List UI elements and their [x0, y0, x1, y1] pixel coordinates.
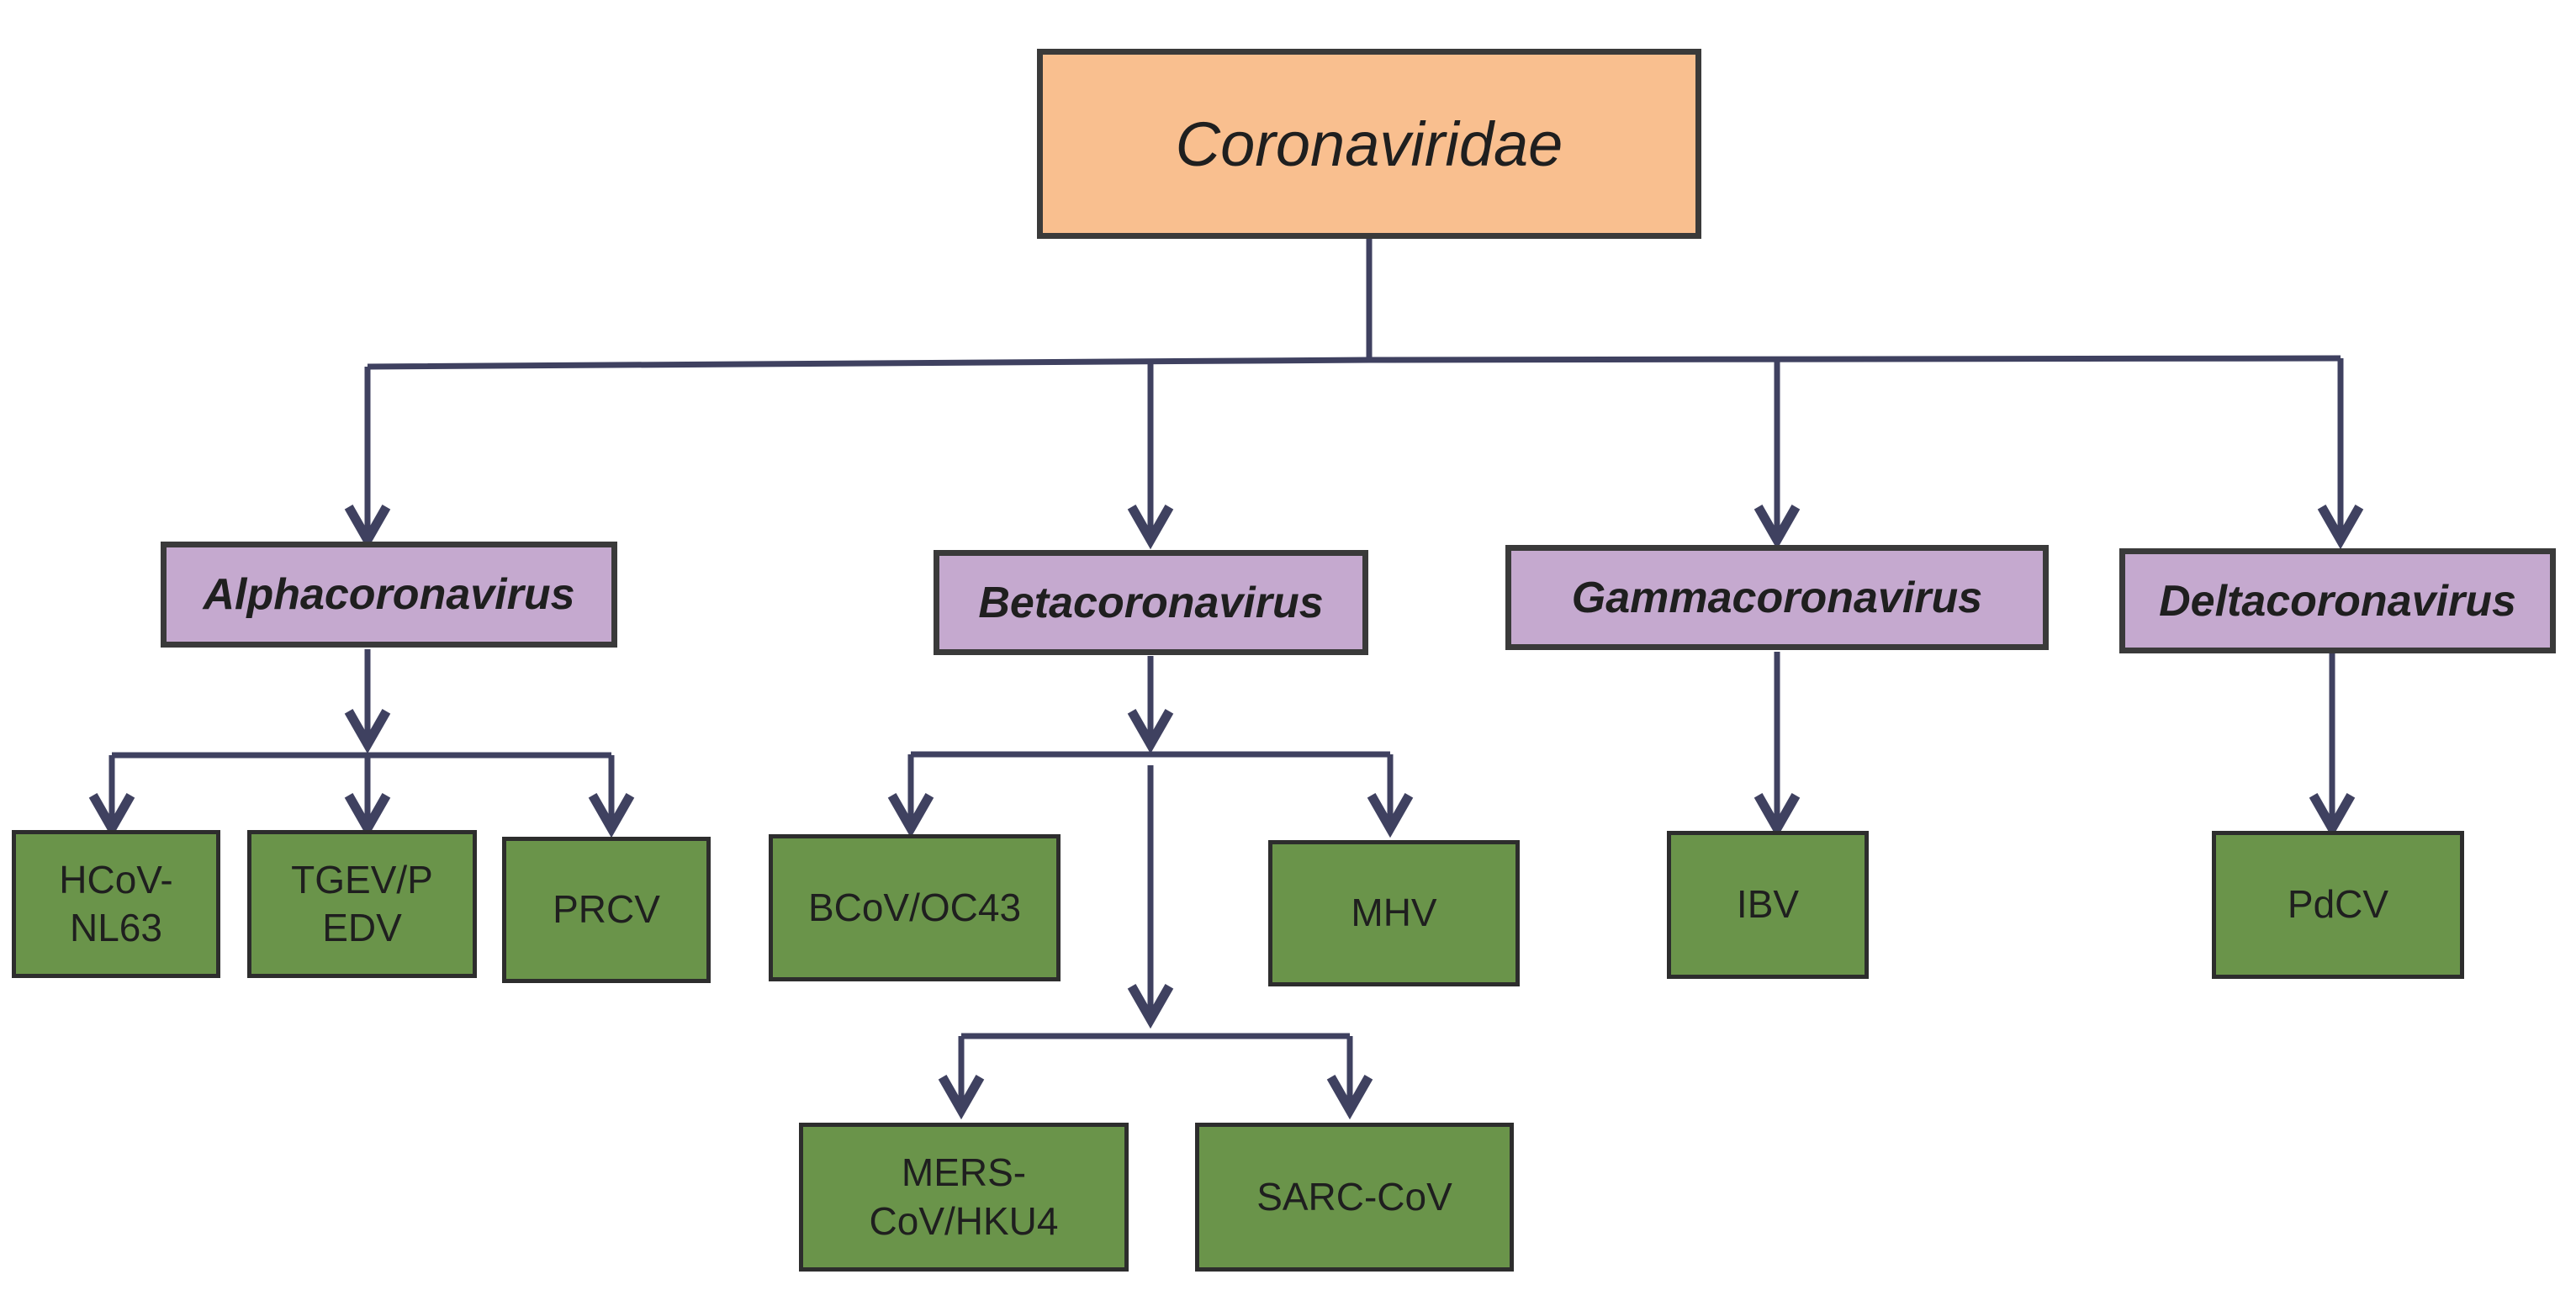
genus-label-deltacoronavirus: Deltacoronavirus [2159, 576, 2516, 626]
genus-node-alphacoronavirus: Alphacoronavirus [161, 542, 617, 648]
species-node-mhv: MHV [1268, 840, 1520, 986]
species-node-bcov-oc43: BCoV/OC43 [769, 834, 1061, 981]
genus-node-betacoronavirus: Betacoronavirus [934, 550, 1368, 655]
species-label-prcv: PRCV [553, 887, 660, 932]
species-node-ibv: IBV [1667, 831, 1869, 979]
species-node-tgev-pedv: TGEV/P EDV [247, 830, 477, 978]
family-label: Coronaviridae [1175, 108, 1563, 179]
species-node-pdcv: PdCV [2212, 831, 2464, 979]
family-node-coronaviridae: Coronaviridae [1037, 49, 1701, 239]
species-label-mhv: MHV [1351, 891, 1437, 935]
species-label-tgev-pedv-line2: EDV [322, 906, 402, 949]
species-label-pdcv: PdCV [2287, 882, 2389, 927]
genus-node-deltacoronavirus: Deltacoronavirus [2119, 548, 2556, 653]
genus-node-gammacoronavirus: Gammacoronavirus [1505, 545, 2049, 650]
species-label-ibv: IBV [1736, 882, 1800, 927]
species-label-tgev-pedv-line1: TGEV/P [291, 857, 433, 902]
species-label-mers-line1: MERS- [901, 1150, 1027, 1194]
species-label-bcov-oc43: BCoV/OC43 [807, 885, 1022, 929]
genus-label-gammacoronavirus: Gammacoronavirus [1571, 573, 1983, 622]
genus-label-alphacoronavirus: Alphacoronavirus [203, 570, 575, 619]
species-node-sarc-cov: SARC-CoV [1195, 1123, 1514, 1272]
species-label-hcov-nl63-line1: HCoV- [59, 857, 173, 902]
species-label-mers-line2: CoV/HKU4 [869, 1198, 1059, 1243]
family-branch-bar [367, 355, 2341, 370]
species-node-prcv: PRCV [502, 837, 711, 983]
species-label-hcov-nl63-line2: NL63 [70, 906, 162, 949]
genus-label-betacoronavirus: Betacoronavirus [978, 578, 1324, 627]
species-node-hcov-nl63: HCoV- NL63 [12, 830, 220, 978]
species-node-mers-cov-hku4: MERS- CoV/HKU4 [799, 1123, 1129, 1272]
species-label-sarc-cov: SARC-CoV [1256, 1174, 1452, 1219]
